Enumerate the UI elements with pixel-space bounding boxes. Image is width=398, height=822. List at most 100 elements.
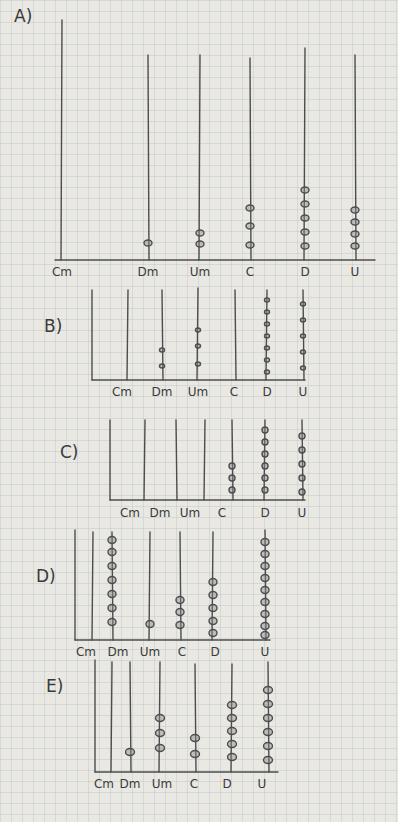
place-value-label: D [262, 386, 271, 398]
abacus-bead [176, 609, 184, 616]
place-value-label: Dm [108, 646, 129, 658]
abacus-bead [265, 298, 270, 302]
abacus-bead [261, 539, 269, 546]
place-value-label: C [218, 507, 226, 519]
abacus-bead [261, 563, 269, 570]
abacus-bead [262, 487, 268, 493]
place-value-label: Dm [150, 507, 171, 519]
place-value-label: C [230, 386, 238, 398]
abacus-bead [209, 579, 217, 586]
abacus-rod [250, 58, 251, 260]
place-value-label: Um [190, 266, 210, 278]
abacus-base [92, 379, 305, 380]
place-value-label: U [258, 778, 267, 790]
abacus-bead [196, 230, 204, 236]
abacus-bead [261, 587, 269, 594]
abacus-bead [160, 348, 165, 352]
abacus-rod [111, 662, 112, 772]
abacus-rod [302, 420, 303, 500]
abacus-bead [229, 475, 235, 481]
abacus-bead [209, 605, 217, 612]
abacus-base [110, 499, 305, 500]
abacus-bead [246, 223, 254, 229]
abacus-bead [246, 242, 254, 248]
abacus-bead [191, 751, 200, 758]
abacus-bead [156, 715, 165, 722]
place-value-label: C [190, 778, 198, 790]
abacus-bead [299, 433, 305, 439]
abacus-frame [109, 420, 110, 500]
place-value-label: D [222, 778, 231, 790]
abacus-bead [265, 370, 270, 374]
abacus-letter: D) [36, 568, 56, 585]
abacus-letter: B) [44, 318, 62, 335]
abacus-bead [262, 451, 268, 457]
abacus-bead [191, 735, 200, 742]
abacus-bead [264, 701, 273, 708]
place-value-label: U [351, 266, 360, 278]
abacus-bead [351, 231, 359, 237]
abacus-bead [262, 463, 268, 469]
abacus-base [95, 771, 278, 772]
abacus-bead [265, 310, 270, 314]
abacus-bead [246, 205, 254, 211]
abacus-bead [108, 605, 116, 612]
abacus-bead [196, 344, 201, 348]
abacus-bead [301, 243, 309, 249]
place-value-label: D [300, 266, 309, 278]
abacus-bead [209, 630, 217, 637]
abacus-bead [156, 730, 165, 737]
abacus-bead [301, 318, 306, 322]
abacus-bead [108, 619, 116, 626]
abacus-bead [301, 334, 306, 338]
place-value-label: Um [140, 646, 160, 658]
abacus-bead [209, 592, 217, 599]
abacus-bead [301, 229, 309, 235]
abacus-bead [176, 622, 184, 629]
abacus-bead [299, 447, 305, 453]
abacus-rod [176, 420, 177, 500]
abacus-bead [351, 207, 359, 213]
abacus-bead [301, 366, 306, 370]
abacus-bead [262, 439, 268, 445]
abacus-bead [144, 240, 152, 246]
abacus-bead [301, 215, 309, 221]
place-value-label: Dm [120, 778, 141, 790]
abacus-bead [351, 219, 359, 225]
abacus-bead [301, 350, 306, 354]
abacus-bead [264, 687, 273, 694]
abacus-bead [196, 362, 201, 366]
abacus-bead [264, 757, 273, 764]
abacus-bead [228, 754, 237, 761]
place-value-label: Cm [76, 646, 96, 658]
abacus-bead [261, 611, 269, 618]
abacus-rod [92, 532, 93, 640]
place-value-label: D [210, 646, 219, 658]
abacus-bead [160, 364, 165, 368]
abacus-bead [261, 575, 269, 582]
place-value-label: D [260, 507, 269, 519]
abacus-bead [262, 427, 268, 433]
place-value-label: Um [188, 386, 208, 398]
place-value-label: Cm [112, 386, 132, 398]
abacus-bead [261, 623, 269, 630]
place-value-label: Dm [138, 266, 159, 278]
abacus-rod [61, 20, 62, 260]
abacus-bead [108, 563, 116, 570]
abacus-bead [265, 358, 270, 362]
abacus-letter: E) [46, 678, 63, 695]
abacus-frame [94, 660, 95, 772]
abacus-bead [176, 597, 184, 604]
abacus-bead [262, 475, 268, 481]
abacus-rod [304, 48, 305, 260]
abacus-frame [74, 530, 75, 640]
abacus-rod [199, 55, 200, 260]
abacus-base [75, 639, 270, 640]
abacus-bead [265, 322, 270, 326]
abacus-bead [264, 715, 273, 722]
abacus-bead [126, 749, 135, 756]
place-value-label: Dm [152, 386, 173, 398]
abacus-bead [108, 537, 116, 544]
